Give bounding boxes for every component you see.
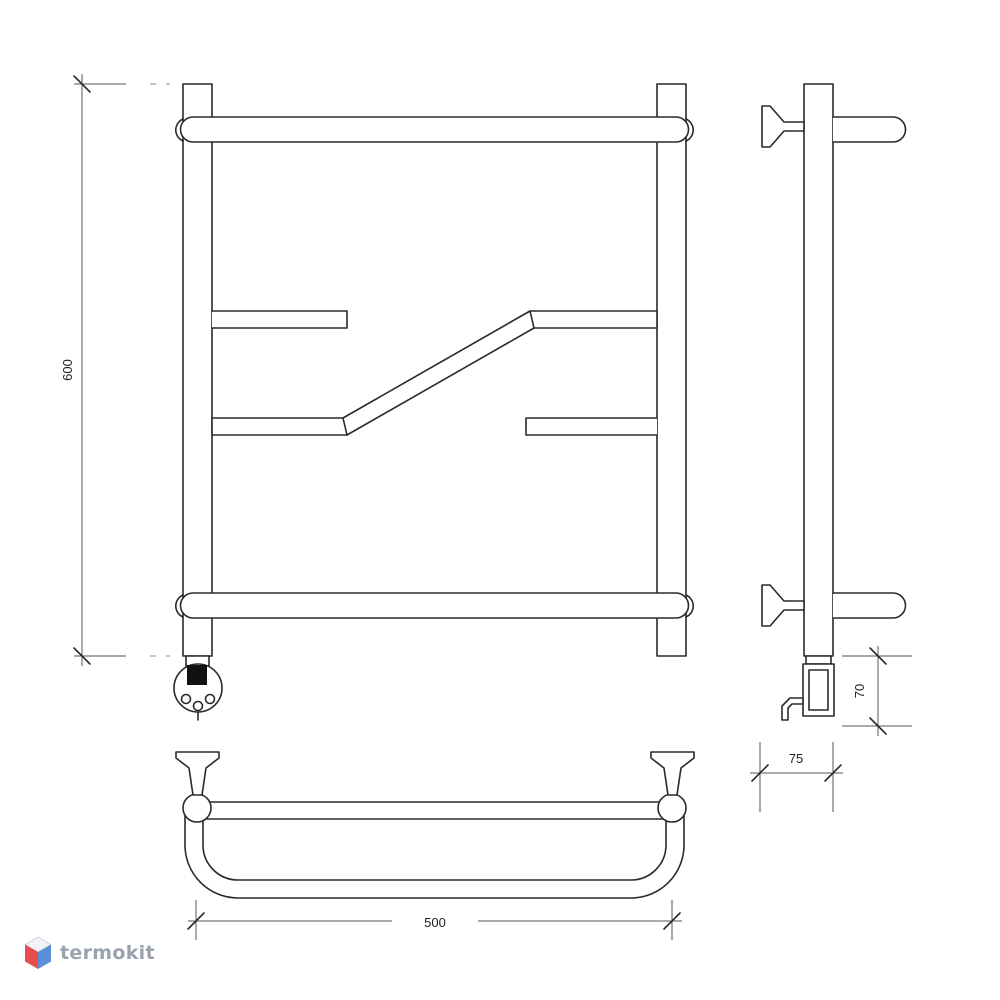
- width-dimension: 500: [187, 900, 682, 940]
- heater-button-center-icon: [192, 700, 204, 712]
- heater-height-dimension: 70: [842, 646, 912, 736]
- right-vertical-post: [656, 83, 687, 657]
- left-vertical-post: [182, 83, 213, 657]
- side-lower-mount: [761, 584, 907, 627]
- upper-left-flat-bar: [211, 310, 348, 329]
- bottom-round-bar: [175, 592, 694, 619]
- depth-dimension: 75: [750, 742, 843, 812]
- depth-dimension-label: 75: [789, 751, 803, 766]
- heater-cable-icon: [781, 697, 804, 721]
- wall-bracket-right-icon: [650, 751, 695, 796]
- heater-display-icon: [187, 665, 207, 685]
- heater-button-right-icon: [204, 693, 216, 705]
- wall-bracket-lower-icon: [761, 584, 805, 627]
- u-shaped-bar: [184, 807, 685, 899]
- heater-height-label: 70: [852, 684, 867, 698]
- wall-bracket-upper-icon: [761, 105, 805, 148]
- diagonal-flat-bar: [211, 310, 658, 436]
- heater-button-left-icon: [180, 693, 192, 705]
- brand-logo: termokit: [24, 936, 155, 970]
- brand-name: termokit: [60, 942, 155, 964]
- lower-right-flat-bar: [525, 417, 658, 436]
- hexagon-cube-logo-icon: [24, 936, 52, 969]
- top-round-bar: [175, 116, 694, 143]
- side-vertical-post: [803, 83, 834, 657]
- height-dimension-label: 600: [60, 359, 75, 381]
- top-view: [175, 751, 695, 899]
- side-view: [761, 83, 907, 721]
- width-dimension-label: 500: [424, 915, 446, 930]
- top-flat-bar: [195, 801, 675, 820]
- heater-control-unit: [173, 655, 223, 721]
- side-upper-mount: [761, 105, 907, 148]
- joint-left: [182, 793, 212, 823]
- joint-right: [657, 793, 687, 823]
- wall-bracket-left-icon: [175, 751, 220, 796]
- height-dimension: 600: [60, 74, 170, 666]
- side-heater-unit: [781, 655, 835, 721]
- front-view: [173, 83, 694, 721]
